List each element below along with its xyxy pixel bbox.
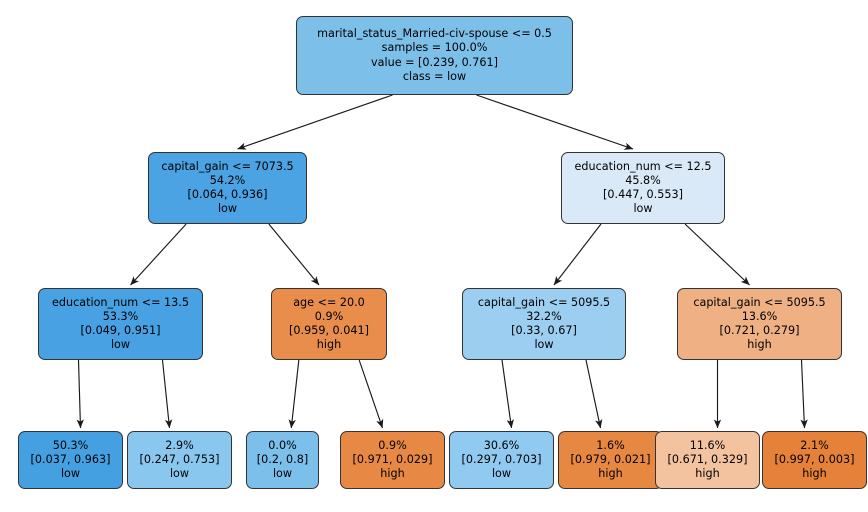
node-text-line: [0.979, 0.021] (570, 452, 651, 466)
tree-edge (161, 359, 173, 429)
tree-edge (130, 223, 187, 286)
tree-edge (358, 359, 384, 429)
node-text-line: high (380, 467, 405, 481)
node-text-line: capital_gain <= 5095.5 (693, 295, 826, 309)
node-text-line: 1.6% (596, 438, 625, 452)
tree-leaf-node: 2.1%[0.997, 0.003]high (762, 431, 867, 489)
node-text-line: 54.2% (209, 173, 246, 187)
node-text-line: education_num <= 12.5 (574, 159, 712, 173)
node-text-line: [0.671, 0.329] (667, 452, 748, 466)
tree-leaf-node: 30.6%[0.297, 0.703]low (449, 431, 554, 489)
node-text-line: 53.3% (102, 309, 139, 323)
node-text-line: [0.049, 0.951] (80, 324, 161, 337)
node-text-line: low (217, 202, 238, 216)
node-text-line: low (60, 467, 81, 481)
tree-edge (76, 359, 84, 429)
node-text-line: [0.297, 0.703] (461, 452, 542, 466)
tree-edge (553, 223, 602, 286)
node-text-line: 32.2% (526, 309, 562, 323)
node-text-line: 45.8% (625, 173, 661, 187)
node-text-line: 13.6% (741, 309, 778, 323)
node-text-line: low (110, 338, 131, 352)
node-text-line: [0.721, 0.279] (719, 324, 800, 337)
tree-leaf-node: 50.3%[0.037, 0.963]low (18, 431, 123, 489)
node-text-line: 11.6% (689, 438, 726, 452)
node-text-line: [0.247, 0.753] (139, 452, 220, 466)
node-text-line: value = [0.239, 0.761] (371, 55, 498, 69)
tree-split-node: marital_status_Married-civ-spouse <= 0.5… (296, 16, 573, 95)
node-text-line: 0.9% (314, 309, 344, 323)
node-text-line: 0.9% (378, 438, 407, 452)
node-text-line: low (272, 467, 293, 481)
tree-edges (76, 94, 808, 429)
node-text-line: [0.33, 0.67] (511, 324, 577, 337)
node-text-line: [0.971, 0.029] (352, 452, 433, 466)
tree-leaf-node: 11.6%[0.671, 0.329]high (655, 431, 760, 489)
tree-leaf-node: 2.9%[0.247, 0.753]low (127, 431, 232, 489)
node-text-line: high (598, 467, 623, 481)
node-text-line: 2.9% (165, 438, 194, 452)
node-text-line: high (802, 467, 827, 481)
node-text-line: [0.447, 0.553] (603, 188, 683, 201)
tree-edge (501, 359, 514, 429)
node-text-line: low (534, 338, 554, 352)
node-text-line: 0.0% (268, 438, 297, 452)
tree-edge (585, 359, 603, 429)
node-text-line: low (169, 467, 190, 481)
node-text-line: low (633, 202, 653, 216)
node-text-line: [0.064, 0.936] (187, 188, 268, 201)
tree-edge (684, 223, 750, 286)
node-text-line: 2.1% (800, 438, 829, 452)
node-text-line: high (695, 467, 720, 481)
tree-leaf-node: 1.6%[0.979, 0.021]high (558, 431, 663, 489)
node-text-line: [0.037, 0.963] (30, 452, 111, 466)
tree-edge (268, 223, 320, 286)
node-text-line: [0.2, 0.8] (256, 452, 309, 466)
node-text-line: samples = 100.0% (381, 41, 488, 55)
node-text-line: age <= 20.0 (293, 295, 365, 309)
tree-edge (288, 359, 300, 429)
tree-edge (476, 94, 634, 150)
node-text-line: high (747, 338, 772, 352)
node-text-line: [0.959, 0.041] (289, 324, 369, 337)
node-text-line: 30.6% (483, 438, 520, 452)
node-text-line: 50.3% (52, 438, 89, 452)
node-text-line: marital_status_Married-civ-spouse <= 0.5 (317, 27, 552, 41)
node-text-line: class = low (402, 69, 467, 83)
node-text-line: capital_gain <= 7073.5 (161, 159, 294, 173)
tree-edge (800, 359, 808, 429)
node-text-line: capital_gain <= 5095.5 (477, 295, 611, 309)
node-text-line: [0.997, 0.003] (774, 452, 855, 466)
tree-edge (237, 94, 393, 150)
tree-leaf-node: 0.0%[0.2, 0.8]low (246, 431, 319, 489)
node-text-line: low (491, 467, 512, 481)
node-text-line: education_num <= 13.5 (52, 295, 189, 309)
tree-leaf-node: 0.9%[0.971, 0.029]high (340, 431, 445, 489)
node-text-line: high (316, 338, 342, 352)
